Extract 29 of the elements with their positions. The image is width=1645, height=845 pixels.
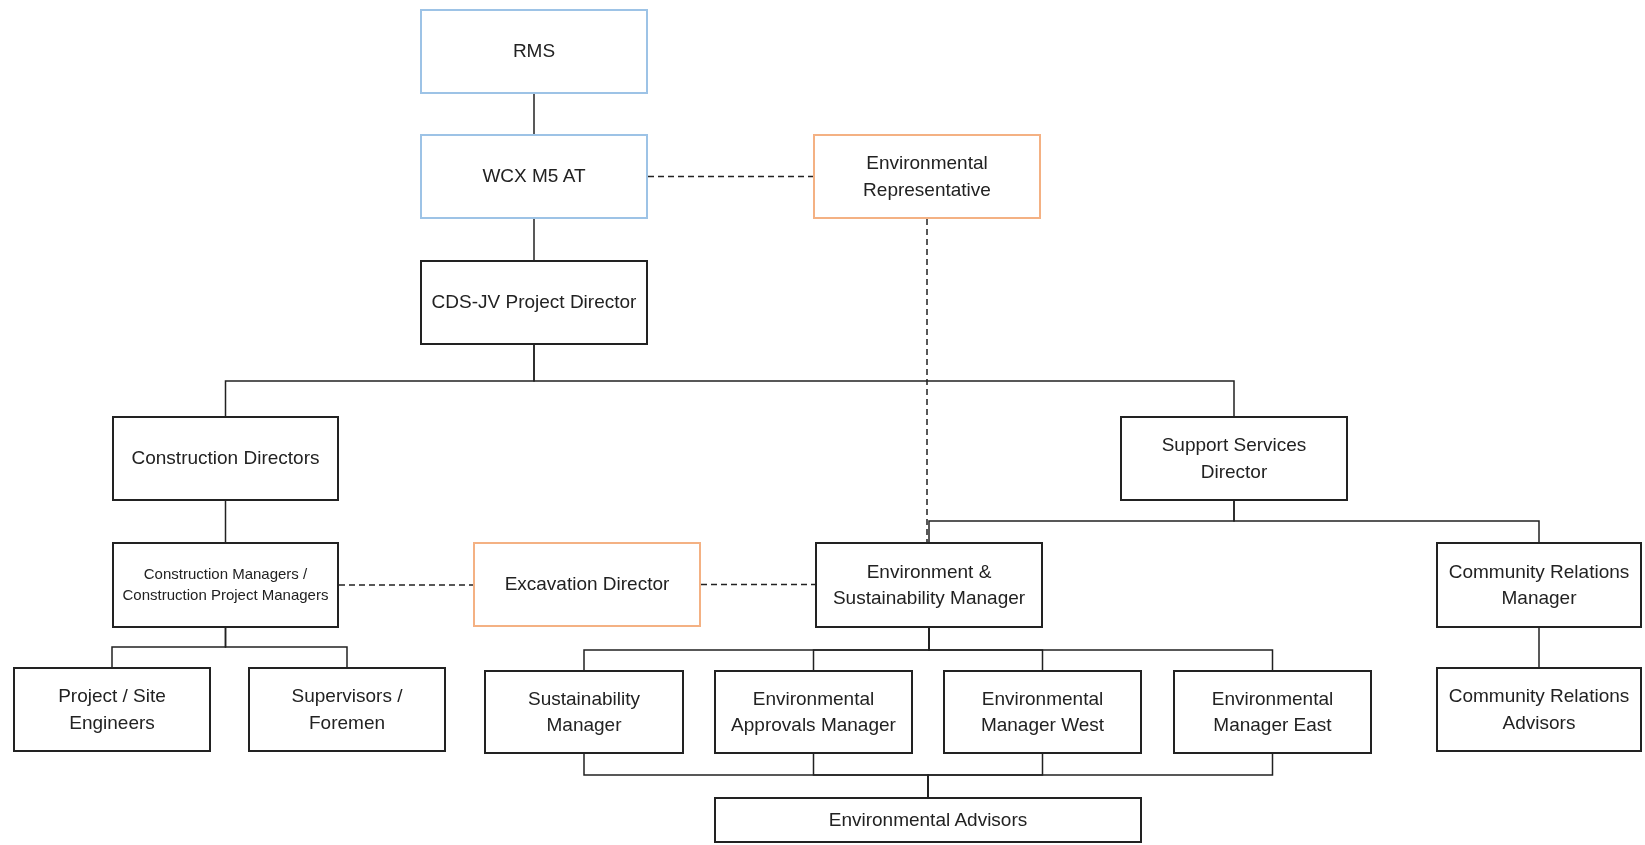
- connector-line: [224, 500, 227, 543]
- connector-line: [533, 344, 1235, 417]
- role-box: Sustainability Manager: [484, 670, 684, 754]
- role-box: CDS-JV Project Director: [420, 260, 648, 345]
- role-box: WCX M5 AT: [420, 134, 648, 219]
- connector-line: [1233, 500, 1540, 543]
- dashed-connector: [647, 175, 814, 178]
- role-box: Construction Managers / Construction Project Managers: [112, 542, 339, 628]
- role-box: Environmental Advisors: [714, 797, 1142, 843]
- role-box: Construction Directors: [112, 416, 339, 501]
- role-box: Environmental Approvals Manager: [714, 670, 913, 754]
- connector-line: [224, 627, 348, 668]
- connector-line: [1538, 627, 1540, 668]
- role-box: Excavation Director: [473, 542, 701, 627]
- role-box: RMS: [420, 9, 648, 94]
- dashed-connector: [700, 583, 816, 586]
- role-box: Project / Site Engineers: [13, 667, 211, 752]
- role-box: Environmental Manager West: [943, 670, 1142, 754]
- role-box: Environmental Representative: [813, 134, 1041, 219]
- role-box: Community Relations Manager: [1436, 542, 1642, 628]
- dashed-connector: [926, 218, 928, 543]
- role-box: Community Relations Advisors: [1436, 667, 1642, 752]
- role-box: Environment & Sustainability Manager: [815, 542, 1043, 628]
- connector-line: [533, 93, 535, 135]
- role-box: Supervisors / Foremen: [248, 667, 446, 752]
- role-box: Support Services Director: [1120, 416, 1348, 501]
- connector-line: [533, 218, 535, 261]
- role-box: Environmental Manager East: [1173, 670, 1372, 754]
- dashed-connector: [338, 584, 474, 586]
